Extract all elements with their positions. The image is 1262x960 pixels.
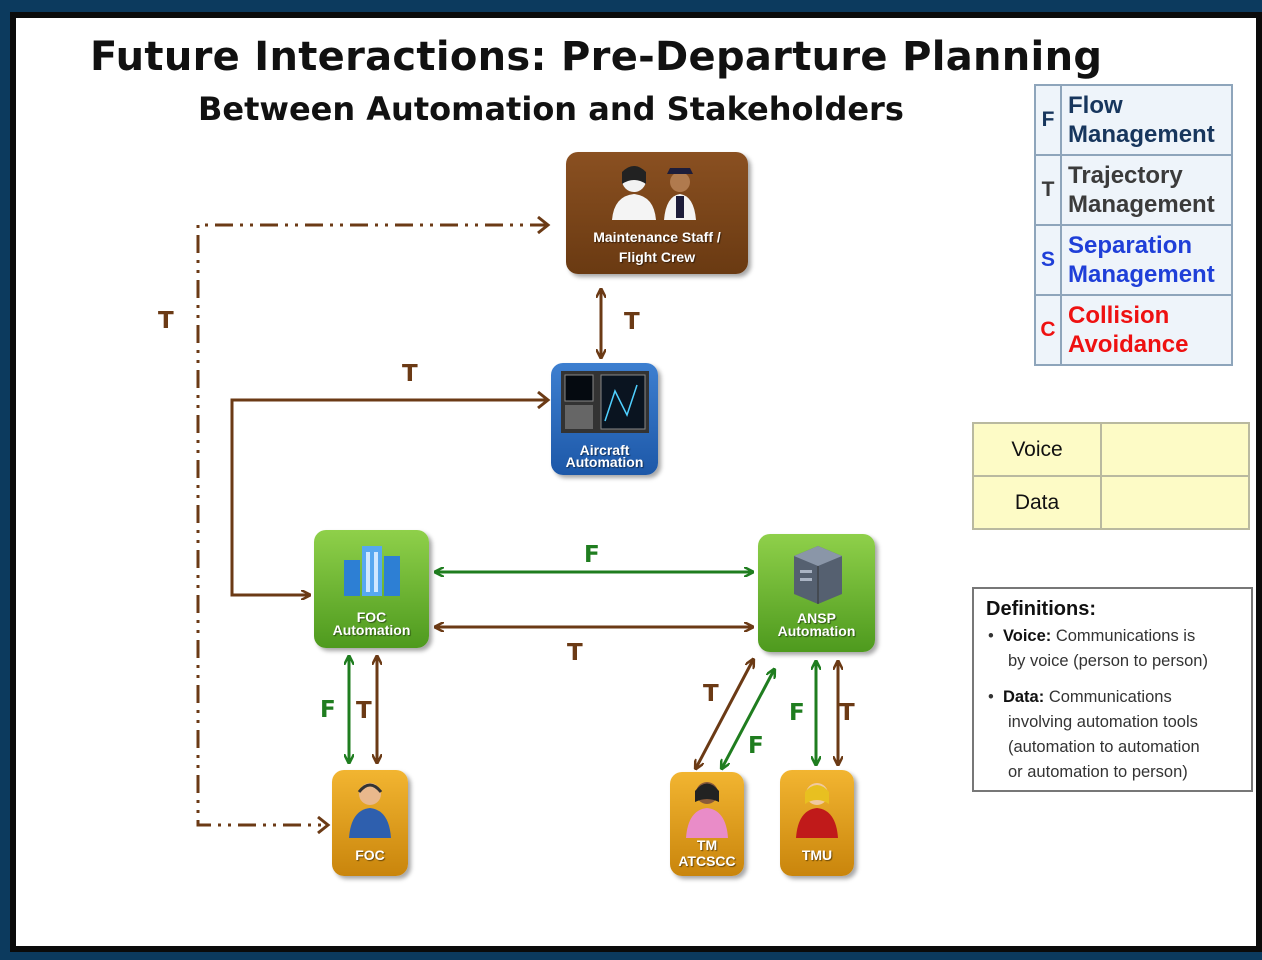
edge-label-foc-down-flow: F [320,697,336,723]
node-tmu-label: TMU [801,847,833,863]
arrow-ansp-tm-flow [722,670,774,768]
node-aircraft-automation: Aircraft Automation [551,363,658,475]
node-tm-label-1: TM [696,837,718,853]
definitions-heading: Definitions: [986,598,1096,620]
node-ansp-automation: ANSP Automation [758,534,875,652]
node-tmu: TMU [780,770,854,876]
operator-icon [796,783,838,838]
office-building-icon [344,546,400,596]
headset-operator-icon [349,783,391,838]
edge-label-tmu-flow: F [789,700,805,726]
node-foc-automation-label-1: FOC [356,609,387,625]
node-ansp-automation-label-1: ANSP [797,610,836,626]
edge-label-aircraft-foc: T [402,361,418,387]
data-legend-label: Data [972,475,1102,530]
page-title: Future Interactions: Pre-Departure Plann… [90,34,1103,80]
node-foc: FOC [332,770,408,876]
legend-code: C [1034,294,1062,366]
cockpit-display-icon [561,371,649,433]
edge-label-voice: T [158,308,174,334]
node-aircraft-label-1: Aircraft [579,442,630,458]
page-subtitle: Between Automation and Stakeholders [198,90,904,128]
node-tm-label-2: ATCSCC [678,853,736,869]
voice-legend-label: Voice [972,422,1102,477]
legend-code: F [1034,84,1062,156]
node-ansp-automation-label-2: Automation [777,623,856,639]
edge-label-foc-ansp-flow: F [584,542,600,568]
edge-label-maint-aircraft: T [624,309,640,335]
voice-arrowhead-top [537,215,551,235]
edge-label-tm-flow: F [748,733,764,759]
arrow-ansp-tm-traj [696,660,753,768]
node-aircraft-label-2: Automation [565,454,644,470]
node-maintenance-flight-crew: Maintenance Staff / Flight Crew [566,152,748,274]
voice-legend-symbol [1100,422,1250,477]
legend-code: T [1034,154,1062,226]
edge-label-foc-down-traj: T [356,698,372,724]
voice-arrowhead-bottom [317,815,331,835]
definition-voice: • Voice: Communications is by voice (per… [988,627,1208,670]
node-foc-label: FOC [355,847,385,863]
communication-legend: Voice Data [972,422,1250,530]
data-legend-symbol [1100,475,1250,530]
node-maintenance-label-2: Flight Crew [618,249,696,265]
edge-label-foc-ansp-traj: T [567,640,583,666]
definition-data: • Data: Communications involving automat… [988,688,1200,781]
server-icon [794,546,842,604]
node-foc-automation: FOC Automation [314,530,429,648]
edge-label-tm-traj: T [703,681,719,707]
arrow-aircraft-foc [230,398,548,595]
legend-code: S [1034,224,1062,296]
node-maintenance-label-1: Maintenance Staff / [593,229,721,245]
edge-label-tmu-traj: T [839,700,855,726]
voice-connector [196,223,548,827]
people-icon [612,166,696,220]
node-foc-automation-label-2: Automation [332,622,411,638]
definitions-box: Definitions: • Voice: Communications is … [972,587,1253,792]
node-tm-atcscc: TM ATCSCC [670,772,744,876]
operator-icon [686,782,728,838]
